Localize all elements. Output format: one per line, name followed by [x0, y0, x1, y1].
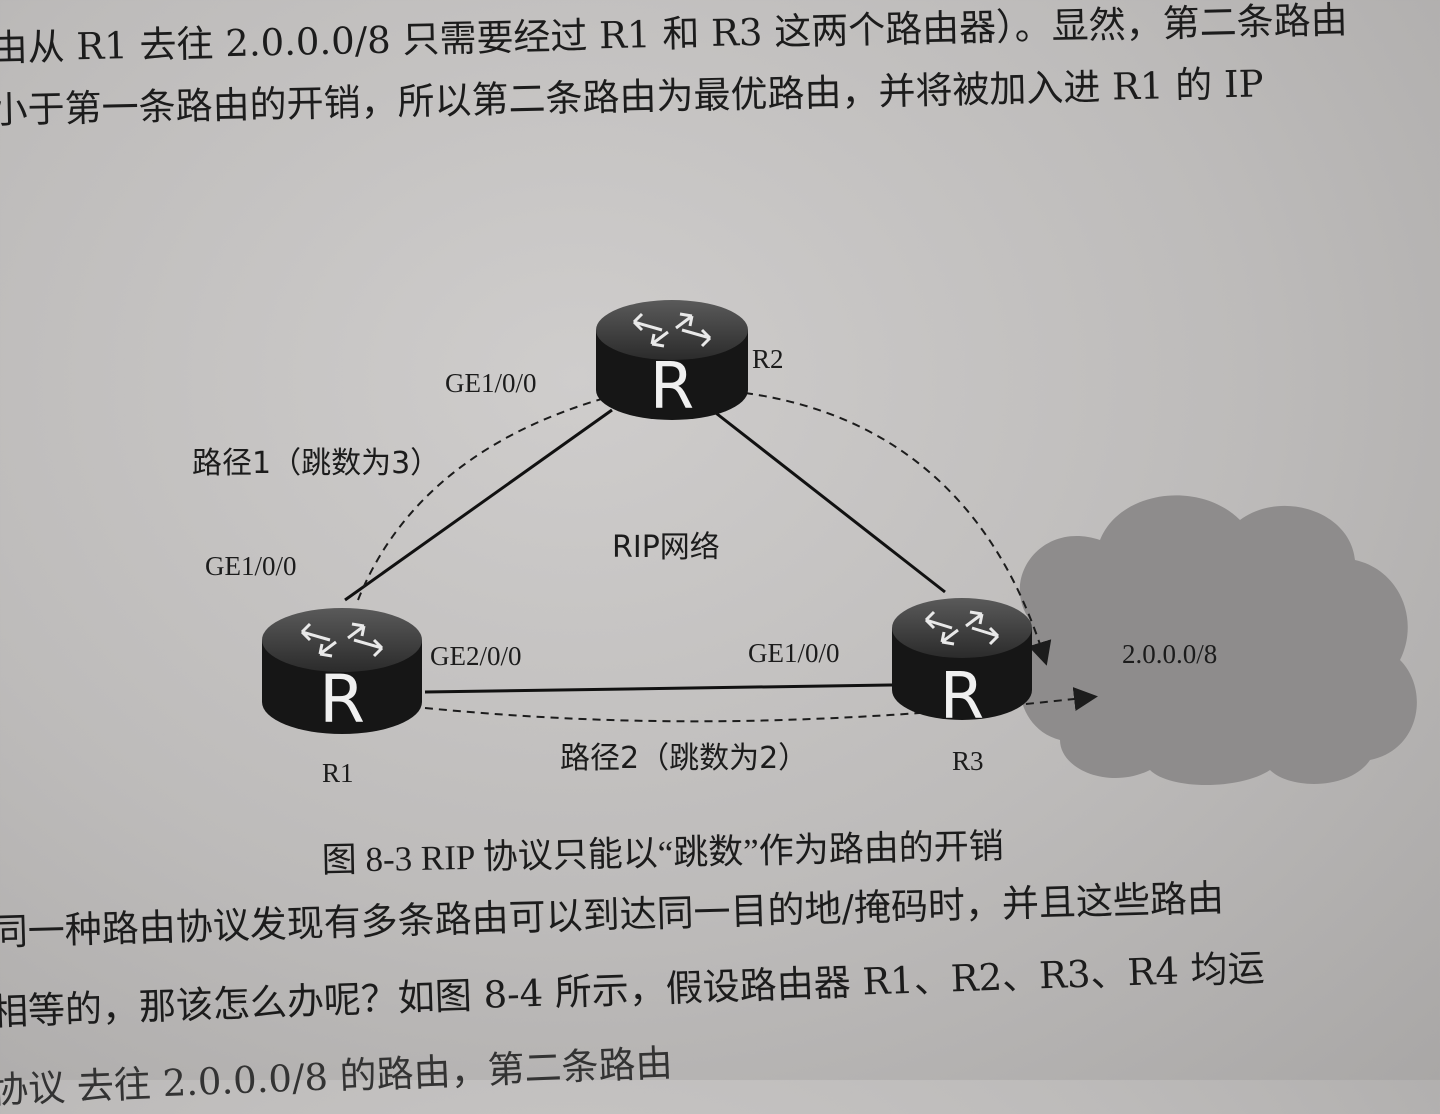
network-label: RIP网络	[612, 530, 720, 565]
router-letter: R	[650, 350, 694, 424]
r1-port-up-label: GE1/0/0	[205, 551, 297, 581]
network-cloud	[1015, 495, 1417, 785]
r2-name: R2	[752, 344, 784, 374]
router-r3: R	[892, 598, 1032, 734]
path-1-dashed-to-cloud	[744, 392, 1052, 666]
link-r2-r3	[711, 408, 946, 594]
r2-port-label: GE1/0/0	[445, 368, 537, 398]
link-r1-r2	[344, 408, 613, 602]
r1-port-right-label: GE2/0/0	[430, 641, 522, 671]
router-r1: R	[262, 608, 422, 738]
path-1-dashed	[357, 397, 606, 601]
router-letter: R	[319, 661, 365, 738]
router-arrows-icon	[924, 610, 1000, 646]
r1-name: R1	[322, 758, 354, 788]
link-r1-r3	[424, 683, 893, 694]
figure-caption: 图 8-3 RIP 协议只能以“跳数”作为路由的开销	[321, 827, 1004, 880]
router-arrows-icon	[300, 622, 384, 658]
path-1-label: 路径1（跳数为3）	[192, 446, 440, 481]
rip-network-diagram: R R R R2 GE1/0/0 路径1（跳数为3） RIP网络 GE1/0/0…	[192, 300, 1417, 880]
cloud-label: 2.0.0.0/8	[1122, 639, 1217, 669]
router-r2: R	[596, 300, 748, 424]
router-letter: R	[940, 660, 984, 734]
router-arrows-icon	[632, 312, 712, 348]
r3-port-label: GE1/0/0	[748, 638, 840, 668]
path-2-label: 路径2（跳数为2）	[560, 741, 808, 776]
r3-name: R3	[952, 746, 984, 776]
